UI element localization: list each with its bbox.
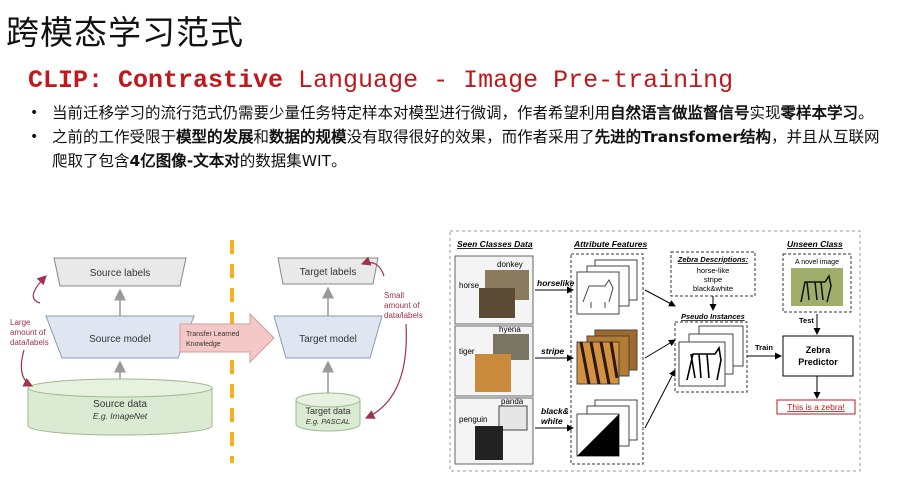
source-data-text: Source data	[93, 399, 147, 410]
test-label: Test	[799, 316, 814, 325]
source-model-box	[45, 315, 195, 359]
seen-header: Seen Classes Data	[457, 239, 533, 249]
zebra-predictor-box	[782, 335, 854, 377]
bullet-bold-segment: 模型的发展	[176, 128, 254, 146]
attr-bw-stack	[576, 399, 638, 457]
predictor-label-2: Predictor	[798, 357, 838, 367]
bullet-segment: 之前的工作受限于	[52, 128, 177, 146]
seen-row-3: panda penguin	[454, 397, 534, 465]
attr-horselike: horselike	[537, 278, 575, 288]
zebra-desc-item-1: horse-like	[697, 266, 730, 275]
small-amount-label-3: data/labels	[384, 311, 423, 320]
bullet-text: 当前迁移学习的流行范式仍需要少量任务特定样本对模型进行微调，作者希望利用自然语言…	[52, 101, 874, 125]
pseudo-header: Pseudo Instances	[681, 312, 745, 321]
bullet-text: 之前的工作受限于模型的发展和数据的规模没有取得很好的效果，而作者采用了先进的Tr…	[52, 125, 890, 173]
transfer-learning-diagram: Source labels Source model Source data E…	[10, 240, 423, 463]
bullet-segment: ，并且从互联网爬取了包含	[52, 128, 880, 170]
hyena-label: hyena	[499, 325, 521, 334]
novel-image	[791, 268, 843, 306]
bullet-bold-segment: 4亿图像-文本对	[129, 152, 240, 170]
penguin-label: penguin	[459, 415, 487, 424]
bullet-segment: 实现	[749, 104, 781, 122]
bullet-segment: 当前迁移学习的流行范式仍需要少量任务特定样本对模型进行微调，作者希望利用	[52, 104, 611, 122]
horse-label: horse	[459, 281, 480, 290]
bullet-segment: 和	[253, 128, 270, 146]
bullet-item: •之前的工作受限于模型的发展和数据的规模没有取得很好的效果，而作者采用了先进的T…	[30, 125, 890, 173]
bullet-list: •当前迁移学习的流行范式仍需要少量任务特定样本对模型进行微调，作者希望利用自然语…	[30, 101, 890, 173]
bullet-bold-segment: 数据的规模	[269, 128, 347, 146]
target-labels-box	[277, 257, 379, 285]
attr-bw-1: black&	[541, 406, 569, 416]
target-data-cylinder	[295, 400, 361, 432]
page-title: 跨模态学习范式	[6, 13, 244, 52]
small-amount-label-2: amount of	[384, 301, 420, 310]
source-labels-text: Source labels	[90, 268, 151, 279]
zebra-desc-item-3: black&white	[693, 284, 733, 293]
attr-group-box	[570, 253, 644, 465]
bullet-bold-segment: 先进的Transfomer结构	[594, 128, 772, 146]
donkey-label: donkey	[497, 260, 523, 269]
large-amount-label-3: data/labels	[10, 338, 49, 347]
transfer-arrow	[179, 312, 275, 364]
result-box	[776, 399, 856, 415]
zebra-desc-box	[670, 251, 756, 297]
attr-header: Attribute Features	[573, 239, 647, 249]
result-text: This is a zebra!	[787, 402, 845, 412]
pseudo-instances-stack	[678, 325, 744, 387]
large-amount-label-2: amount of	[10, 328, 46, 337]
target-model-box	[273, 315, 383, 359]
attr-stripe-stack	[576, 329, 638, 385]
zero-shot-diagram: Seen Classes Data Attribute Features Uns…	[449, 230, 861, 472]
tiger-label: tiger	[459, 347, 475, 356]
zebra-desc-item-2: stripe	[704, 275, 722, 284]
source-data-cylinder	[27, 388, 213, 436]
transfer-label-2: Knowledge	[186, 341, 221, 348]
attr-stripe: stripe	[541, 346, 564, 356]
subtitle-rest: Language - Image Pre-training	[283, 66, 734, 95]
attr-bw-2: white	[541, 416, 563, 426]
page-subtitle: CLIP: Contrastive Language - Image Pre-t…	[28, 66, 733, 96]
attr-horselike-stack	[576, 259, 638, 315]
train-label: Train	[755, 343, 773, 352]
target-data-sub: E.g. PASCAL	[306, 417, 350, 426]
source-data-sub: E.g. ImageNet	[93, 411, 148, 421]
seen-row-1: donkey horse	[454, 255, 534, 325]
target-model-text: Target model	[299, 334, 357, 345]
transfer-label-1: Transfer Learned	[186, 331, 240, 338]
target-data-text: Target data	[305, 406, 350, 416]
bullet-bold-segment: 零样本学习	[780, 104, 859, 122]
bullet-segment: 的数据集WIT。	[239, 152, 347, 170]
target-labels-text: Target labels	[300, 267, 357, 278]
panda-label: panda	[501, 397, 524, 406]
small-amount-label-1: Small	[384, 291, 404, 300]
source-model-text: Source model	[89, 334, 151, 345]
bullet-segment: 。	[858, 104, 874, 122]
predictor-label-1: Zebra	[806, 345, 832, 355]
large-amount-label-1: Large	[10, 318, 31, 327]
unseen-header: Unseen Class	[787, 239, 843, 249]
novel-image-label: A novel image	[795, 259, 839, 266]
subtitle-bold: CLIP: Contrastive	[28, 66, 284, 95]
bullet-segment: 没有取得很好的效果，而作者采用了	[346, 128, 595, 146]
zebra-desc-header: Zebra Descriptions:	[677, 255, 749, 264]
bullet-item: •当前迁移学习的流行范式仍需要少量任务特定样本对模型进行微调，作者希望利用自然语…	[30, 101, 890, 125]
seen-row-2: hyena tiger	[454, 325, 534, 397]
bullet-bold-segment: 自然语言做监督信号	[610, 104, 750, 122]
pseudo-group-box	[674, 321, 748, 393]
